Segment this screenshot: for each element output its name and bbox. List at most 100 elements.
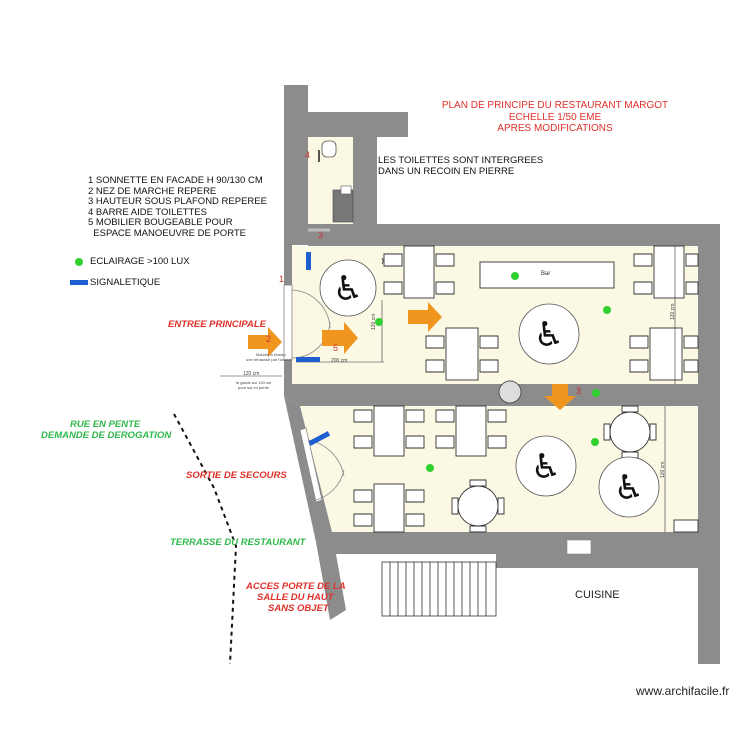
- sink-basin: [340, 185, 352, 195]
- chair: [435, 435, 455, 449]
- dim-outside-width: 120 cm: [243, 371, 260, 377]
- chair: [405, 409, 425, 423]
- light-dot: [375, 318, 383, 326]
- toilets-note: LES TOILETTES SONT INTERGREES DANS UN RE…: [378, 155, 544, 177]
- table: [445, 327, 479, 381]
- chair: [649, 423, 657, 441]
- label-upper-access-3: SANS OBJET: [268, 603, 329, 614]
- table: [373, 405, 405, 457]
- chair: [685, 253, 699, 267]
- wheelchair-spaces: ♿ ♿ ♿ ♿: [319, 259, 660, 518]
- table: [373, 483, 405, 533]
- table: [673, 519, 699, 533]
- dim-table-height: 120 cm: [670, 303, 676, 320]
- chair: [497, 497, 505, 515]
- wheelchair-space-4: ♿: [598, 456, 660, 518]
- wheelchair-space-2: ♿: [518, 303, 580, 365]
- chair: [633, 253, 653, 267]
- marker-5: 5: [333, 343, 339, 353]
- staircase: [381, 561, 497, 617]
- wall-top: [308, 224, 720, 246]
- dim-entrance-height: 120 cm: [371, 313, 377, 330]
- chair: [685, 281, 699, 295]
- signage-bar: [296, 357, 320, 362]
- light-dot: [426, 464, 434, 472]
- light-dot: [511, 272, 519, 280]
- pillar: [498, 380, 522, 404]
- chair: [479, 335, 499, 349]
- chair: [683, 335, 699, 349]
- table: [455, 405, 487, 457]
- marker-1: 1: [279, 274, 285, 284]
- wall-left-mid: [284, 360, 292, 384]
- wheelchair-icon: ♿: [333, 269, 363, 309]
- chair: [353, 513, 373, 527]
- toilet-fixtures: [308, 140, 354, 232]
- toilet-grab-bar: [318, 150, 320, 162]
- dimension-lines: [220, 246, 676, 532]
- chair: [629, 335, 649, 349]
- table: [403, 245, 435, 299]
- marker-2: 2: [266, 334, 272, 344]
- signage-bar: [70, 280, 88, 285]
- direction-arrows: [248, 302, 576, 410]
- chair: [425, 335, 445, 349]
- chair: [435, 409, 455, 423]
- label-emergency-exit: SORTIE DE SECOURS: [186, 470, 287, 481]
- marker-4: 4: [305, 150, 311, 160]
- plan-title-line3: APRES MODIFICATIONS: [497, 123, 613, 134]
- label-upper-access-2: SALLE DU HAUT: [257, 592, 334, 603]
- signage-bar: [308, 431, 331, 446]
- marker-3-corridor: 3: [576, 386, 582, 396]
- note-outside-2: pour sol en pente: [238, 385, 269, 390]
- chair: [353, 409, 373, 423]
- wall-left-upper: [284, 245, 292, 285]
- plan-title-line1: PLAN DE PRINCIPE DU RESTAURANT MARGOT: [441, 100, 669, 111]
- accessibility-notes: 1 SONNETTE EN FACADE H 90/130 CM 2 NEZ D…: [88, 175, 267, 239]
- label-street-2: DEMANDE DE DEROGATION: [41, 430, 172, 441]
- wheelchair-space-3: ♿: [515, 435, 577, 497]
- legend-lighting: ECLAIRAGE >100 LUX: [90, 256, 190, 267]
- chair: [603, 423, 611, 441]
- toilet-bowl: [321, 140, 337, 158]
- wall-stair-left: [316, 532, 346, 620]
- arrow-dining: [408, 302, 442, 332]
- chair: [425, 359, 445, 373]
- entrance-door-frame: [283, 284, 293, 361]
- label-kitchen: CUISINE: [575, 589, 620, 601]
- plan-title: PLAN DE PRINCIPE DU RESTAURANT MARGOT EC…: [430, 100, 680, 135]
- dim-table-height-2: 120 cm: [660, 461, 666, 478]
- label-upper-access-1: ACCES PORTE DE LA: [246, 581, 346, 592]
- chair: [621, 405, 639, 413]
- signage-bar: [306, 252, 311, 270]
- watermark-link[interactable]: www.archifacile.fr: [636, 684, 730, 698]
- table: [649, 327, 683, 381]
- entrance-door-swing-1: [291, 289, 331, 329]
- chair: [381, 253, 403, 267]
- chair: [633, 281, 653, 295]
- chair: [405, 513, 425, 527]
- bar-counter: [479, 261, 615, 289]
- wall-left-lower: [284, 396, 332, 542]
- legend-signage: SIGNALETIQUE: [90, 277, 161, 288]
- arrow-entrance-inside: [322, 322, 358, 354]
- round-table: [609, 411, 651, 453]
- marker-3-toilets: 3: [318, 230, 324, 240]
- round-table: [457, 485, 499, 527]
- label-terrace: TERRASSE DU RESTAURANT: [170, 537, 306, 548]
- dim-entrance-width: 200 cm: [331, 358, 348, 364]
- plan-title-line2: ECHELLE 1/50 EME: [508, 111, 602, 123]
- chair: [451, 497, 459, 515]
- wheelchair-icon: ♿: [614, 468, 644, 508]
- wall-toilet-top: [284, 112, 408, 137]
- chair: [405, 435, 425, 449]
- arrow-down-corridor: [544, 384, 576, 410]
- chair: [435, 253, 455, 267]
- chair: [469, 525, 487, 533]
- wall-bottom: [320, 532, 700, 554]
- label-street-1: RUE EN PENTE: [70, 419, 141, 430]
- light-dot: [592, 389, 600, 397]
- wall-corridor: [284, 384, 700, 406]
- wall-right: [698, 224, 720, 664]
